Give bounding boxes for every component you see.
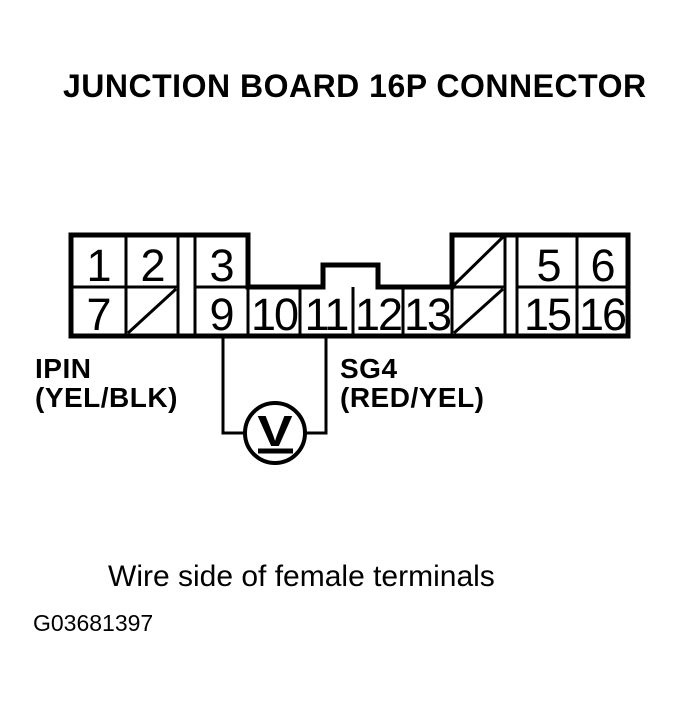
pin-12-label: 12: [355, 289, 401, 340]
blocked-cell-diagonal: [452, 287, 505, 335]
pin-2-label: 2: [140, 240, 163, 291]
voltmeter-symbol: V: [257, 407, 293, 456]
probe-wire-left: [221, 336, 246, 435]
signal-label-right: SG4 (RED/YEL): [340, 354, 485, 412]
pin-15-label: 15: [524, 289, 571, 340]
wire-color-right: (RED/YEL): [340, 382, 485, 413]
pin-13-label: 13: [404, 289, 451, 340]
signal-label-left: IPIN (YEL/BLK): [35, 354, 178, 412]
blocked-cell-diagonal: [126, 287, 178, 335]
voltmeter-circle: [243, 401, 307, 465]
page-title: JUNCTION BOARD 16P CONNECTOR: [63, 68, 647, 104]
pin-1-label: 1: [86, 240, 109, 291]
blocked-cell-diagonal: [452, 235, 505, 287]
figure-id: G03681397: [33, 610, 154, 636]
pin-5-label: 5: [536, 240, 560, 291]
pin-7-label: 7: [86, 289, 109, 340]
pin-16-label: 16: [579, 289, 626, 340]
pin-6-label: 6: [590, 240, 614, 291]
signal-name-left: IPIN: [35, 353, 92, 384]
pin-3-label: 3: [209, 240, 233, 291]
voltmeter-icon: V: [243, 401, 307, 465]
pin-11-label: 11: [305, 289, 348, 340]
probe-wire-right: [304, 336, 328, 435]
wire-color-left: (YEL/BLK): [35, 382, 178, 413]
blocked-cell-diagonals: [126, 235, 505, 335]
pin-10-label: 10: [251, 289, 298, 340]
caption: Wire side of female terminals: [108, 560, 495, 593]
signal-name-right: SG4: [340, 353, 398, 384]
pin-9-label: 9: [209, 289, 232, 340]
cell-grid-lines: [71, 235, 628, 336]
